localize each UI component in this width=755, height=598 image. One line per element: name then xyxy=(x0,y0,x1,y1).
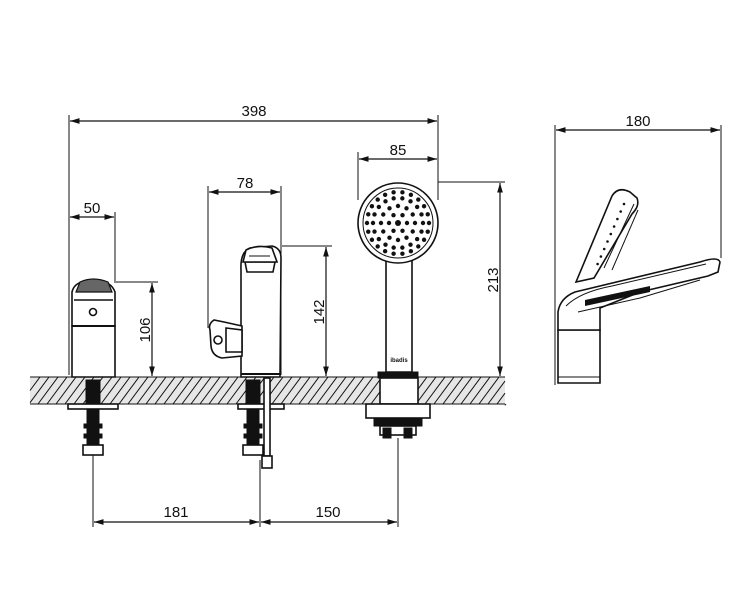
dim-label-180: 180 xyxy=(625,113,650,130)
dim-label-78: 78 xyxy=(237,175,254,192)
dim-label-398: 398 xyxy=(241,103,266,120)
dim-label-181: 181 xyxy=(163,504,188,521)
side-shower-nozzles xyxy=(596,202,626,266)
dimension-bottom: 181 150 xyxy=(92,438,399,527)
dim-label-213: 213 xyxy=(485,267,502,292)
side-view-handshower: 180 xyxy=(554,113,722,385)
bath-spout: 78 142 xyxy=(207,175,332,469)
dim-label-142: 142 xyxy=(311,299,328,324)
dimension-overall: 398 xyxy=(68,103,439,375)
dim-label-150: 150 xyxy=(315,504,340,521)
diverter-handle: 50 106 xyxy=(67,200,158,456)
hand-shower: 85 ibadis 213 xyxy=(357,142,505,439)
dim-label-106: 106 xyxy=(137,317,154,342)
brand-logo: ibadis xyxy=(390,358,408,364)
dim-label-85: 85 xyxy=(390,142,407,159)
dim-label-50: 50 xyxy=(84,200,101,217)
shower-nozzles xyxy=(364,190,432,256)
